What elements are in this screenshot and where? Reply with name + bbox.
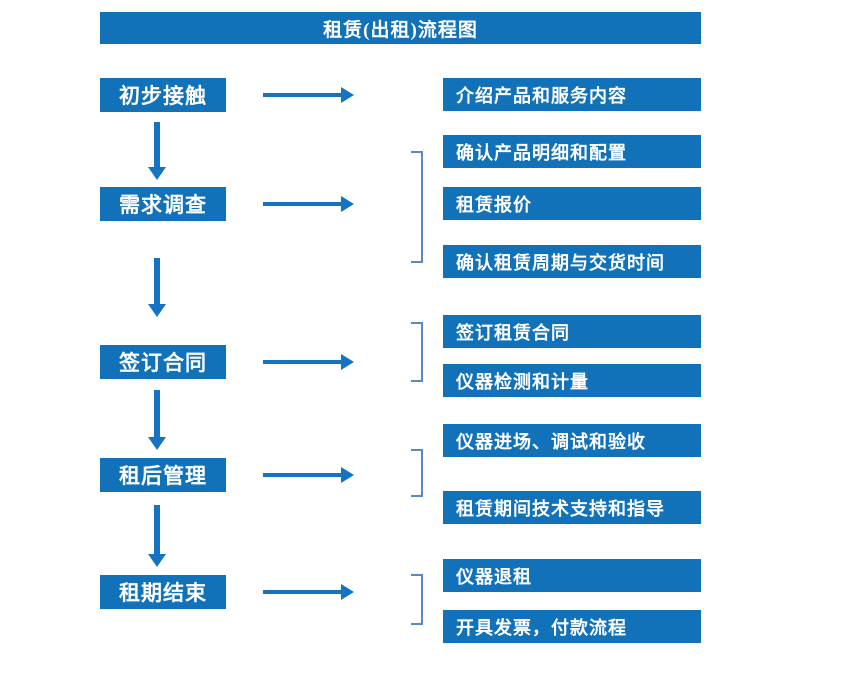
detail-box-instrument-setup: 仪器进场、调试和验收 (443, 424, 701, 457)
down-arrow (148, 258, 166, 317)
right-arrow (263, 354, 354, 370)
down-arrow (148, 390, 166, 450)
detail-box-tech-support: 租赁期间技术支持和指导 (443, 491, 701, 524)
detail-box-instrument-testing: 仪器检测和计量 (443, 364, 701, 397)
detail-box-invoice-payment: 开具发票，付款流程 (443, 610, 701, 643)
right-arrow (263, 467, 354, 483)
stage-box-sign-contract: 签订合同 (100, 345, 226, 379)
detail-box-introduce-products: 介绍产品和服务内容 (443, 78, 701, 111)
down-arrow (148, 505, 166, 567)
stage-box-initial-contact: 初步接触 (100, 78, 226, 112)
group-bracket (411, 449, 423, 497)
stage-box-post-rental-management: 租后管理 (100, 458, 226, 492)
group-bracket (411, 574, 423, 625)
detail-box-confirm-period: 确认租赁周期与交货时间 (443, 245, 701, 278)
group-bracket (411, 322, 423, 382)
diagram-title: 租赁(出租)流程图 (100, 12, 701, 44)
group-bracket (411, 151, 423, 263)
right-arrow (263, 584, 354, 600)
detail-box-rental-quote: 租赁报价 (443, 187, 701, 220)
stage-box-demand-survey: 需求调查 (100, 187, 226, 221)
stage-box-lease-end: 租期结束 (100, 575, 226, 609)
right-arrow (263, 196, 354, 212)
detail-box-instrument-return: 仪器退租 (443, 559, 701, 592)
right-arrow (263, 87, 354, 103)
detail-box-confirm-product-spec: 确认产品明细和配置 (443, 135, 701, 168)
down-arrow (148, 122, 166, 180)
detail-box-sign-rental-contract: 签订租赁合同 (443, 315, 701, 348)
